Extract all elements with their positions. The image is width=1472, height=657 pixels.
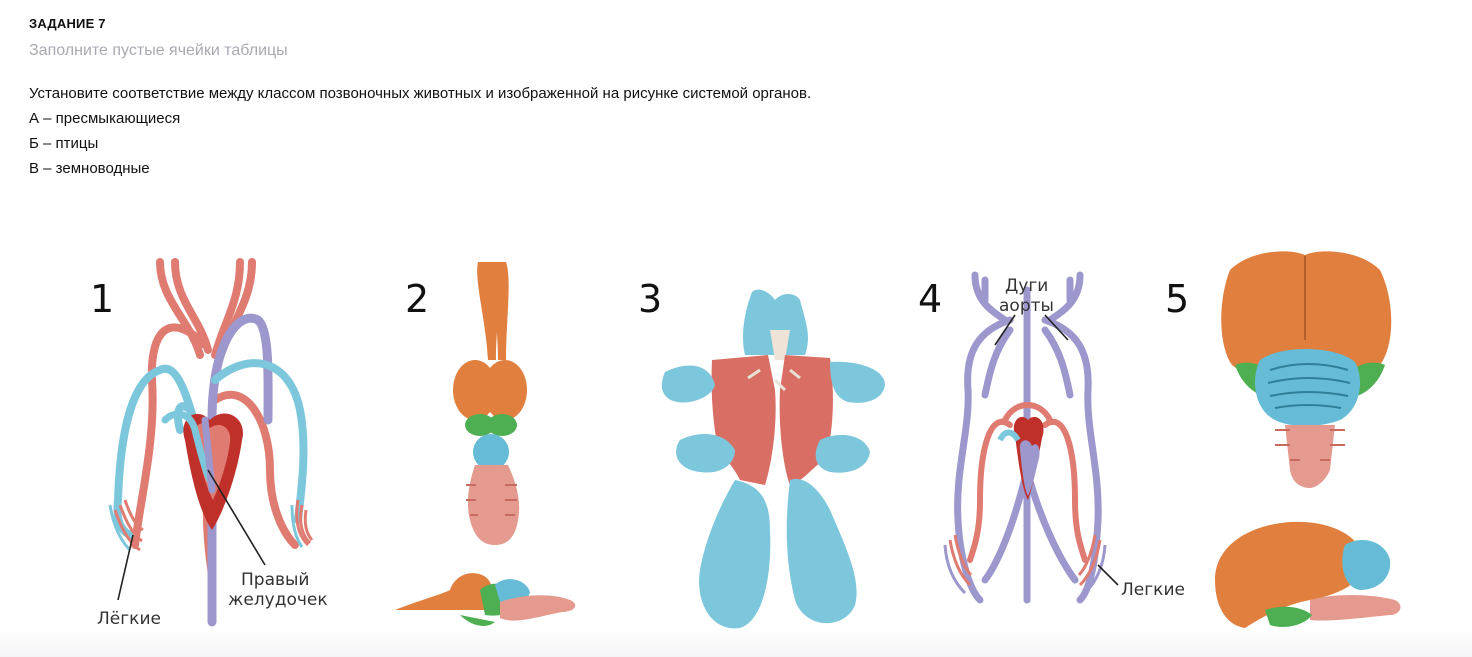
label-aortic-arches-2: аорты [999, 296, 1054, 316]
task-prompt: Установите соответствие между классом по… [29, 85, 812, 102]
option-c: В – земноводные [29, 160, 150, 177]
panel-2-number: 2 [405, 277, 429, 321]
task-title: ЗАДАНИЕ 7 [29, 16, 106, 31]
panel-1-number: 1 [90, 277, 114, 321]
label-aortic-arches-1: Дуги [1005, 276, 1048, 296]
panel-2-brain: 2 [395, 262, 576, 626]
task-subtitle: Заполните пустые ячейки таблицы [29, 42, 288, 59]
label-lungs-1: Лёгкие [97, 609, 161, 629]
panel-5-brain: 5 [1165, 251, 1401, 628]
option-a: А – пресмыкающиеся [29, 110, 181, 127]
panel-3-organ-system: 3 [638, 277, 885, 629]
panel-4-number: 4 [918, 277, 942, 321]
panel-4-circulatory-system: 4 Дуги [918, 271, 1185, 604]
panel-1-circulatory-system: 1 [90, 258, 328, 629]
task-body: Установите соответствие между классом по… [29, 81, 811, 181]
label-lungs-4: Легкие [1121, 580, 1185, 600]
bottom-fade [0, 630, 1472, 657]
panel-3-number: 3 [638, 277, 662, 321]
label-right-ventricle-1: Правый [241, 570, 309, 590]
option-b: Б – птицы [29, 135, 99, 152]
label-right-ventricle-2: желудочек [228, 590, 328, 610]
panel-5-number: 5 [1165, 277, 1189, 321]
